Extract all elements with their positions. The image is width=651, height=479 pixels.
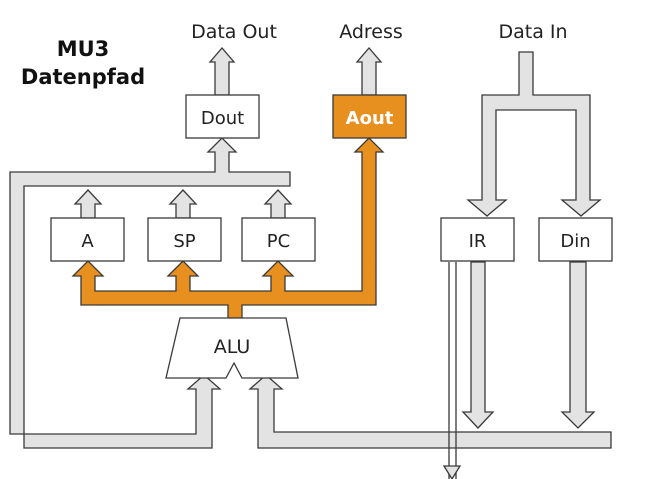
din-label: Din: [560, 231, 590, 252]
diagram-title-line2: Datenpfad: [21, 65, 145, 89]
dout-output-arrow: [208, 47, 236, 96]
address-label: Adress: [339, 21, 403, 43]
data-in-label: Data In: [498, 21, 567, 43]
gray-buses: [9, 47, 612, 449]
ir-down-arrow: [461, 261, 495, 429]
ir-box: [440, 217, 515, 262]
din-down-arrow: [560, 261, 596, 429]
dout-box: [185, 94, 260, 139]
diagram-title-line1: MU3: [57, 37, 110, 61]
ir-bottom-output: [448, 262, 457, 479]
a-box: [50, 217, 125, 262]
aout-box: [332, 94, 407, 139]
din-box: [538, 217, 613, 262]
alu-output-orange-bus: [71, 137, 385, 319]
alu-left-loop-bus: [9, 137, 291, 449]
aout-output-arrow: [355, 47, 383, 96]
alu-label: ALU: [214, 336, 251, 358]
data-in-fork-bus: [466, 51, 602, 217]
alu-right-bottom-bus: [248, 374, 612, 449]
sp-label: SP: [173, 231, 195, 252]
aout-label: Aout: [346, 108, 394, 129]
pc-up-arrow: [263, 189, 293, 219]
sp-up-arrow: [168, 189, 198, 219]
ir-bottom-arrowhead: [442, 465, 462, 479]
alu-shape: [165, 317, 299, 379]
ir-label: IR: [469, 231, 487, 252]
pc-box: [241, 217, 316, 262]
pc-label: PC: [267, 231, 290, 252]
a-label: A: [81, 231, 94, 252]
a-up-arrow: [73, 189, 103, 219]
register-boxes: [50, 94, 613, 262]
dout-label: Dout: [201, 108, 244, 129]
data-out-label: Data Out: [191, 21, 277, 43]
sp-box: [147, 217, 222, 262]
